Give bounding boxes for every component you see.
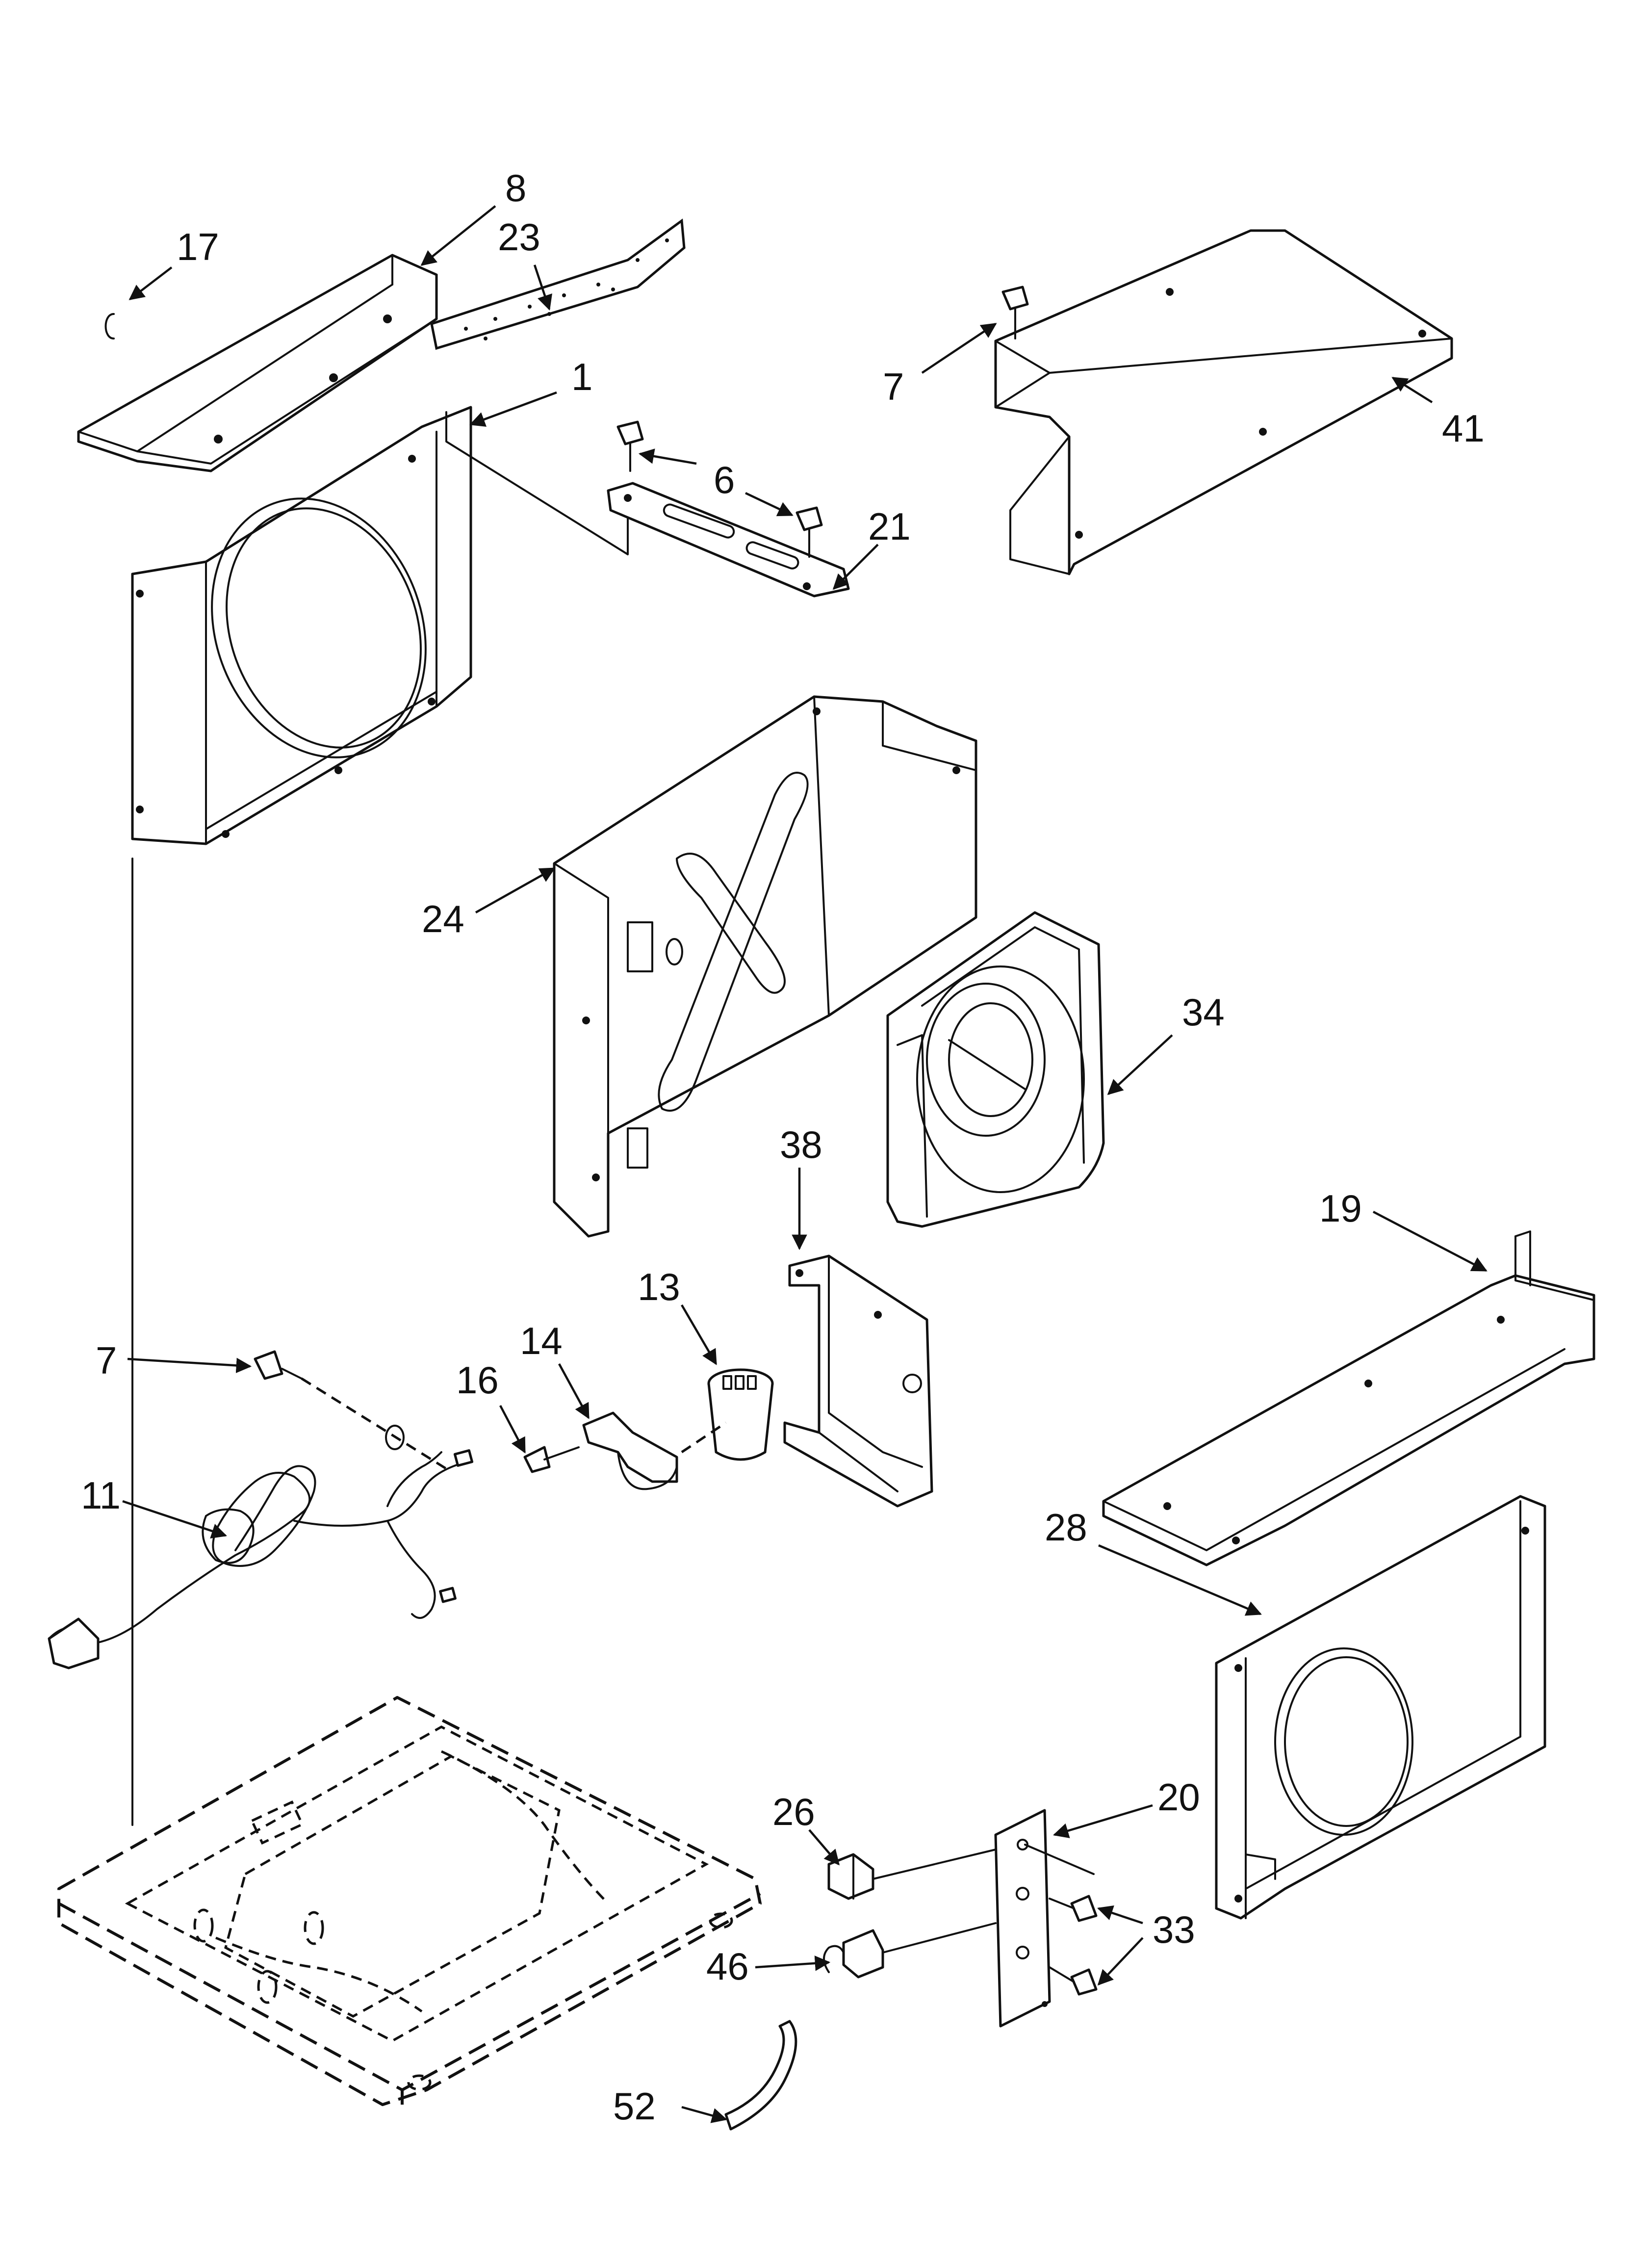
part-7-screw-lower (254, 1350, 303, 1380)
part-20-switch-plate (994, 1809, 1095, 2028)
part-6-screw (616, 420, 823, 558)
callout-11: 11 (81, 1474, 121, 1517)
callout-17: 17 (177, 225, 219, 268)
callout-46: 46 (706, 1945, 749, 1988)
part-13-capacitor (707, 1368, 774, 1461)
part-46-switch (823, 1922, 997, 1979)
callout-38: 38 (780, 1123, 822, 1166)
part-19-top-channel (1102, 1230, 1595, 1566)
part-41-top-panel (994, 229, 1453, 575)
part-52-drain-hose (724, 2020, 797, 2131)
callout-8: 8 (505, 166, 526, 209)
callout-labels: 17 8 23 1 6 21 7 41 24 34 38 13 14 16 7 … (81, 166, 1485, 2128)
part-38-control-bracket (783, 1254, 933, 1508)
callout-7-top: 7 (883, 365, 904, 408)
part-16-screw (523, 1446, 580, 1473)
part-1-condenser-shroud (131, 406, 629, 845)
callout-21: 21 (868, 505, 911, 548)
callout-26: 26 (772, 1790, 815, 1833)
part-11-power-cord (48, 1425, 474, 1669)
part-14-capacitor-strap (582, 1411, 727, 1490)
callout-33: 33 (1153, 1908, 1195, 1951)
callout-7-lower: 7 (96, 1339, 117, 1382)
part-23-foam-seal (430, 218, 686, 350)
part-26-switch (827, 1849, 997, 1900)
callout-23: 23 (498, 215, 540, 259)
part-33-screws (1049, 1895, 1098, 1996)
callout-34: 34 (1182, 991, 1225, 1034)
part-34-blower-scroll (886, 911, 1105, 1228)
part-24-partition-panel (553, 695, 977, 1238)
callout-41: 41 (1442, 407, 1485, 450)
callout-20: 20 (1157, 1775, 1200, 1819)
callout-52: 52 (613, 2085, 656, 2128)
part-17-clip (104, 313, 115, 339)
callout-6: 6 (714, 458, 735, 501)
callout-16: 16 (456, 1358, 499, 1402)
part-28-rear-shroud (1215, 1495, 1546, 1920)
callout-13: 13 (638, 1265, 680, 1308)
callout-14: 14 (520, 1319, 563, 1362)
callout-leaders (122, 205, 1488, 2123)
callout-28: 28 (1045, 1506, 1087, 1549)
callout-1: 1 (571, 355, 592, 398)
part-7-screw-top (1001, 286, 1029, 339)
callout-24: 24 (422, 897, 464, 940)
callout-19: 19 (1319, 1187, 1362, 1230)
base-pan (57, 1696, 762, 2106)
part-8-top-channel (77, 254, 438, 472)
